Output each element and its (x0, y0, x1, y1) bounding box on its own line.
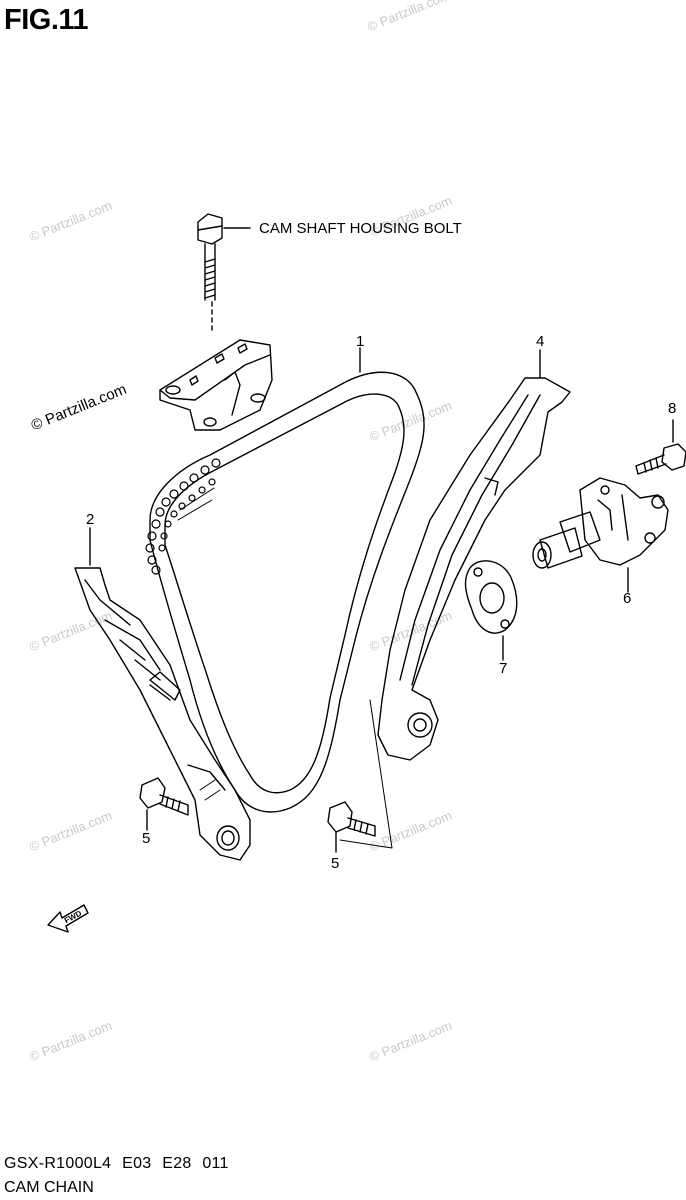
cam-shaft-housing-bolt (197, 213, 223, 331)
callout-item-5-left: 5 (142, 830, 151, 847)
callout-item-6: 6 (623, 590, 632, 607)
callout-item-4: 4 (536, 333, 545, 350)
footer-section-name: CAM CHAIN (4, 1179, 94, 1196)
callout-item-7: 7 (499, 660, 508, 677)
callout-item-8: 8 (668, 400, 677, 417)
fwd-arrow-icon (47, 904, 89, 933)
fwd-label: FWD (63, 909, 84, 926)
callout-item-1: 1 (356, 333, 365, 350)
cam-shaft-housing-bolt-label: CAM SHAFT HOUSING BOLT (259, 220, 462, 237)
tensioner-gasket (464, 560, 518, 634)
figure-title: FIG.11 (4, 4, 89, 36)
footer-model-code: GSX-R1000L4 E03 E28 011 (4, 1155, 229, 1172)
chain-guide (377, 377, 571, 761)
cam-chain-tensioner (532, 477, 669, 569)
guide-bolt-left (139, 777, 189, 816)
cam-shaft-housing-bracket (159, 339, 273, 431)
tensioner-guide (74, 567, 251, 861)
callout-item-2: 2 (86, 511, 95, 528)
tensioner-bolt (635, 443, 686, 475)
callout-item-5-right: 5 (331, 855, 340, 872)
guide-mount-leader (339, 699, 393, 849)
cam-chain (145, 371, 425, 813)
guide-bolt-right (327, 801, 376, 837)
